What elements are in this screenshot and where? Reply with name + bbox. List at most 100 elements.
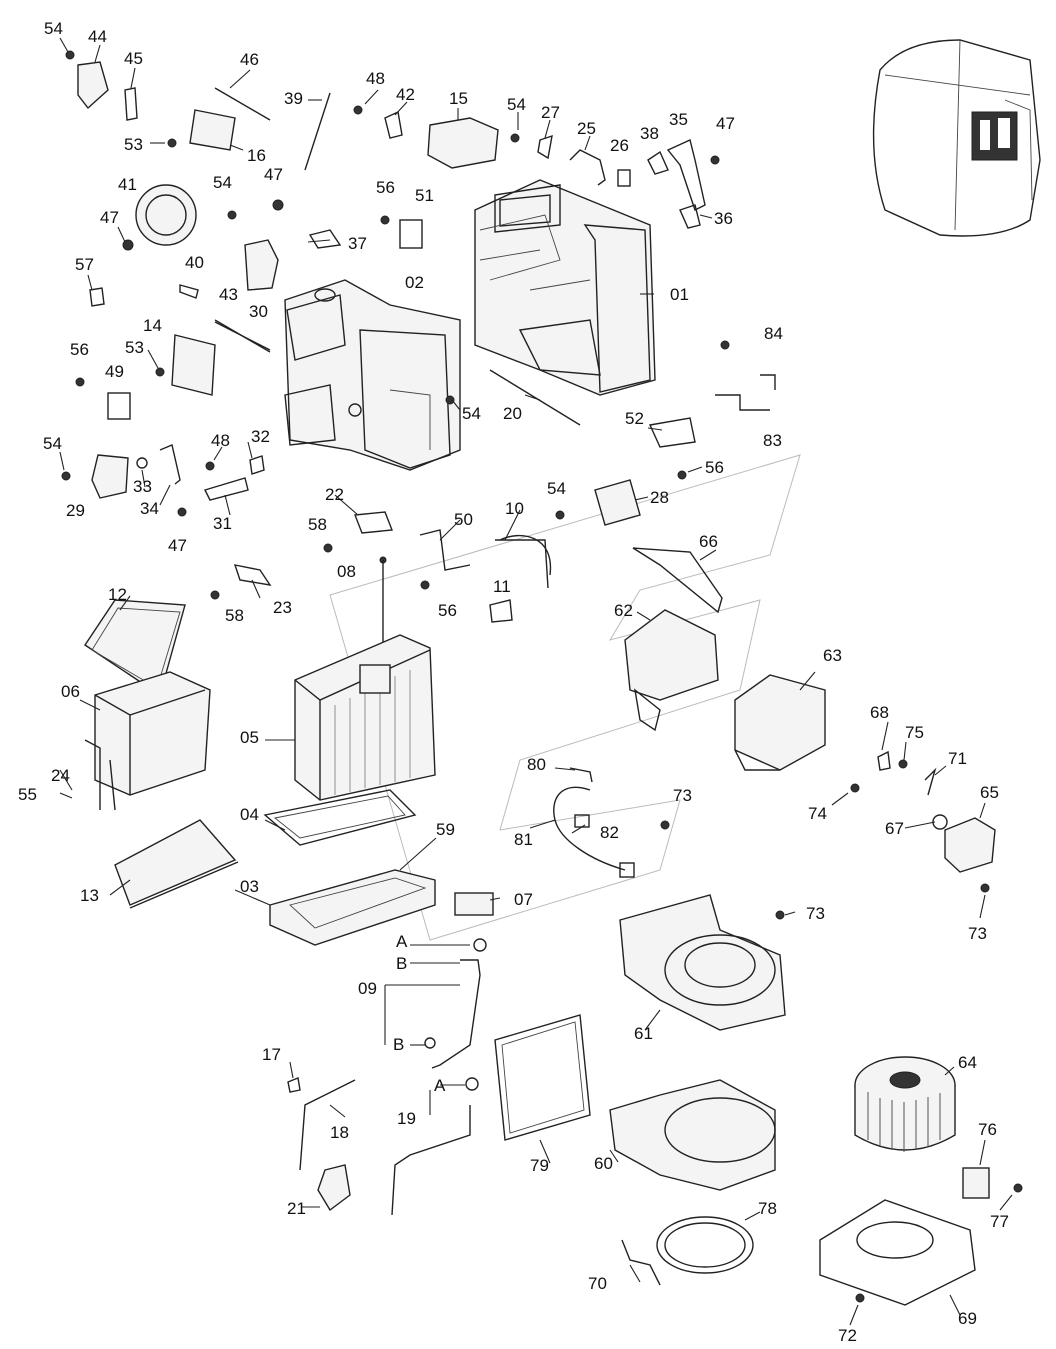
callout-38: 38 [640, 124, 659, 143]
callout-03: 03 [240, 877, 259, 896]
hose-70 [621, 1239, 661, 1286]
callout-66: 66 [699, 532, 718, 551]
callout-05: 05 [240, 728, 259, 747]
expansion-valve-07 [454, 892, 494, 952]
gasket-79 [494, 1014, 591, 1141]
callout-48: 48 [211, 431, 230, 450]
callout-61: 61 [634, 1024, 653, 1043]
bracket-69 [819, 1199, 976, 1306]
lower-case-60 [609, 1079, 776, 1191]
callout-53: 53 [124, 135, 143, 154]
callout-20: 20 [503, 404, 522, 423]
callout-56: 56 [70, 340, 89, 359]
callout-75: 75 [905, 723, 924, 742]
callout-26: 26 [610, 136, 629, 155]
callout-12: 12 [108, 585, 127, 604]
callout-54: 54 [213, 173, 232, 192]
callout-55: 55 [18, 785, 37, 804]
callout-47: 47 [716, 114, 735, 133]
callout-A: A [434, 1076, 446, 1095]
drain-pan-03 [269, 869, 436, 946]
callout-62: 62 [614, 601, 633, 620]
callout-78: 78 [758, 1199, 777, 1218]
callout-64: 64 [958, 1053, 977, 1072]
callout-06: 06 [61, 682, 80, 701]
callout-72: 72 [838, 1326, 857, 1345]
flaps [171, 109, 499, 396]
callout-40: 40 [185, 253, 204, 272]
case-62 [624, 609, 719, 732]
callout-80: 80 [527, 755, 546, 774]
callout-73: 73 [806, 904, 825, 923]
cab-inset [872, 39, 1041, 237]
callout-58: 58 [308, 515, 327, 534]
callout-79: 79 [530, 1156, 549, 1175]
callout-81: 81 [514, 830, 533, 849]
callout-65: 65 [980, 783, 999, 802]
callout-22: 22 [325, 485, 344, 504]
callout-69: 69 [958, 1309, 977, 1328]
callout-32: 32 [251, 427, 270, 446]
callout-25: 25 [577, 119, 596, 138]
callout-83: 83 [763, 431, 782, 450]
callout-30: 30 [249, 302, 268, 321]
callout-54: 54 [43, 434, 62, 453]
callout-46: 46 [240, 50, 259, 69]
callout-34: 34 [140, 499, 159, 518]
callout-68: 68 [870, 703, 889, 722]
callout-54: 54 [547, 479, 566, 498]
callout-48: 48 [366, 69, 385, 88]
callout-07: 07 [514, 890, 533, 909]
callout-56: 56 [705, 458, 724, 477]
leader-lines [59, 37, 1013, 1326]
callout-57: 57 [75, 255, 94, 274]
callout-54: 54 [462, 404, 481, 423]
callout-02: 02 [405, 273, 424, 292]
callout-59: 59 [436, 820, 455, 839]
pipes [287, 959, 481, 1216]
callout-27: 27 [541, 103, 560, 122]
duct-66 [632, 547, 723, 614]
callout-18: 18 [330, 1123, 349, 1142]
housing-02 [284, 279, 461, 471]
watermark-outline [329, 454, 801, 941]
callout-52: 52 [625, 409, 644, 428]
callout-33: 33 [133, 477, 152, 496]
housing-01 [474, 179, 656, 396]
callout-04: 04 [240, 805, 259, 824]
callout-labels: 54 44 45 46 39 48 42 15 54 27 25 26 38 3… [18, 19, 1009, 1345]
callout-71: 71 [948, 749, 967, 768]
callout-77: 77 [990, 1212, 1009, 1231]
callout-63: 63 [823, 646, 842, 665]
callout-73: 73 [968, 924, 987, 943]
callout-84: 84 [764, 324, 783, 343]
callout-09: 09 [358, 979, 377, 998]
motor-parts-65-67-68-71-75 [660, 750, 996, 893]
callout-45: 45 [124, 49, 143, 68]
callout-67: 67 [885, 819, 904, 838]
callout-B: B [393, 1035, 404, 1054]
callout-56: 56 [376, 178, 395, 197]
callout-41: 41 [118, 175, 137, 194]
callout-54: 54 [507, 95, 526, 114]
evaporator-05 [294, 634, 436, 801]
callout-58: 58 [225, 606, 244, 625]
callout-50: 50 [454, 510, 473, 529]
callout-53: 53 [125, 338, 144, 357]
callout-43: 43 [219, 285, 238, 304]
callout-74: 74 [808, 804, 827, 823]
callout-10: 10 [505, 499, 524, 518]
callout-13: 13 [80, 886, 99, 905]
callout-16: 16 [247, 146, 266, 165]
callout-08: 08 [337, 562, 356, 581]
callout-70: 70 [588, 1274, 607, 1293]
ring-78 [656, 1216, 754, 1274]
case-63 [734, 674, 826, 771]
callout-19: 19 [397, 1109, 416, 1128]
callout-14: 14 [143, 316, 162, 335]
callout-B: B [396, 954, 407, 973]
callout-49: 49 [105, 362, 124, 381]
callout-11: 11 [493, 577, 511, 596]
callout-82: 82 [600, 823, 619, 842]
callout-29: 29 [66, 501, 85, 520]
